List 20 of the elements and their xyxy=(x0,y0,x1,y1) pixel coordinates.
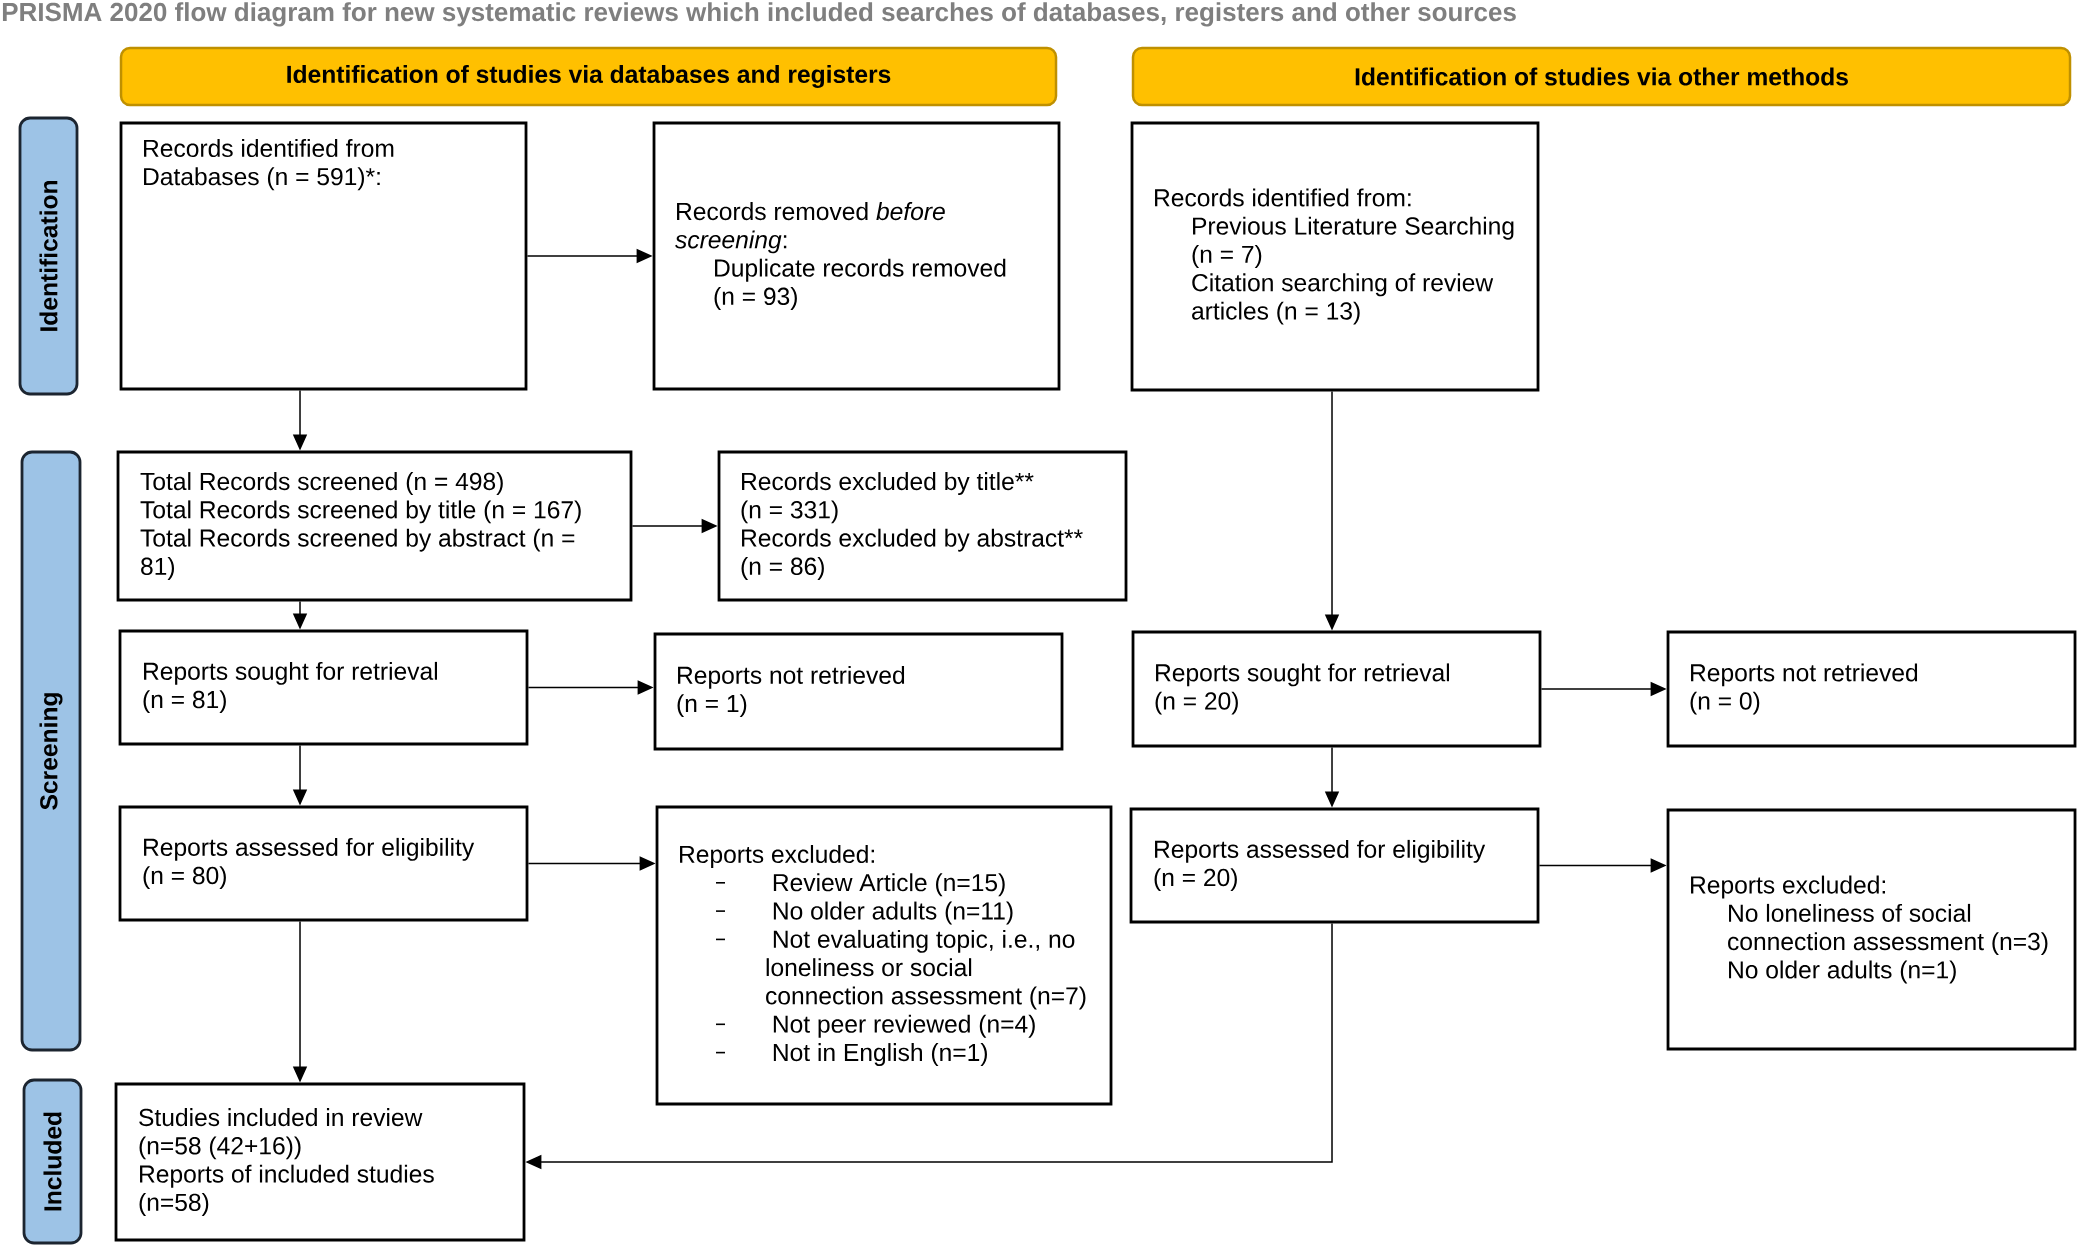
flow-box: Reports assessed for eligibility (n = 20) xyxy=(1129,807,1540,924)
phase-band: Identification xyxy=(18,116,79,396)
flow-box: Reports sought for retrieval (n = 81) xyxy=(118,629,529,746)
flow-box: Reports excluded: No loneliness of social connection assessment (n=3) No older adults (n=1) xyxy=(1666,808,2077,1051)
title: PRISMA 2020 flow diagram for new systematic reviews which included searches of databases, registers and other sources xyxy=(2,2,1516,27)
flow-box: Records identified from Databases (n = 591)*: xyxy=(119,121,528,391)
flow-box: Records removed before screening: Duplicate records removed (n = 93) xyxy=(652,121,1061,391)
flow-box: Reports not retrieved (n = 1) xyxy=(653,632,1064,751)
section-header: Identification of studies via databases and registers xyxy=(119,46,1058,107)
flow-box: Reports assessed for eligibility (n = 80) xyxy=(118,805,529,922)
flow-box: Records excluded by title** (n = 331) Records excluded by abstract** (n = 86) xyxy=(717,450,1128,602)
phase-band: Included xyxy=(22,1078,83,1245)
flow-box: Reports excluded: Review Article (n=15) No older adults (n=11) Not evaluating topic, i.e., no loneliness or social connection assessment (n=7) Not peer reviewed (n=4) Not in English (n=1) xyxy=(655,805,1113,1106)
flow-box: Reports not retrieved (n = 0) xyxy=(1666,630,2077,748)
flow-box: Reports sought for retrieval (n = 20) xyxy=(1131,630,1542,748)
phase-band: Screening xyxy=(20,450,82,1052)
flow-box: Records identified from: Previous Literature Searching (n = 7) Citation searching of review articles (n = 13) xyxy=(1130,121,1540,392)
flow-box: Studies included in review (n=58 (42+16)) Reports of included studies (n=58) xyxy=(114,1082,526,1242)
section-header: Identification of studies via other methods xyxy=(1131,46,2072,107)
flow-box: Total Records screened (n = 498) Total Records screened by title (n = 167) Total Records screened by abstract (n = 81) xyxy=(116,450,633,602)
